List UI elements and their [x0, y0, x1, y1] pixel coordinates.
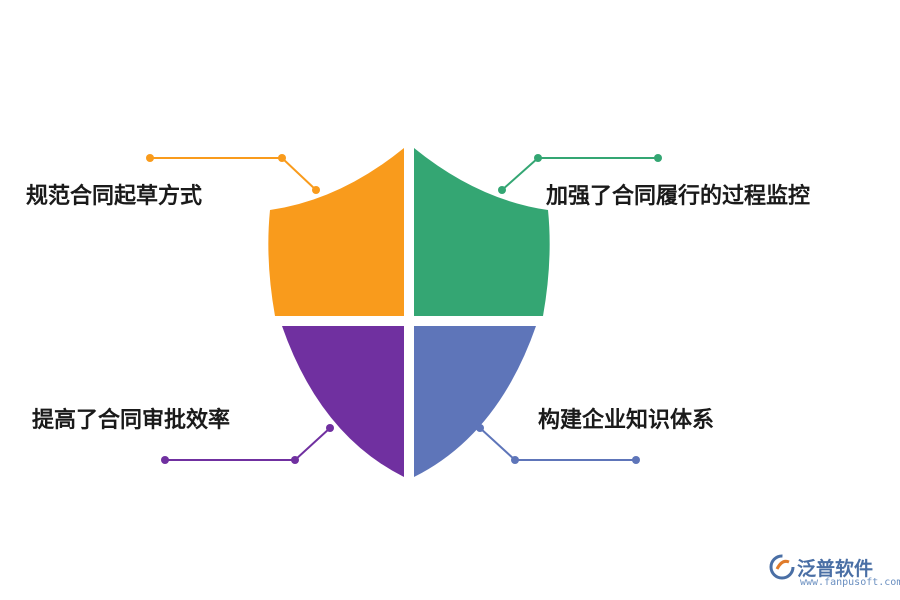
- label-bottom-right: 构建企业知识体系: [538, 408, 715, 433]
- logo-url: www.fanpusoft.com: [800, 577, 900, 588]
- logo-text: 泛普软件: [797, 558, 874, 580]
- label-top-left: 规范合同起草方式: [26, 184, 203, 209]
- connector-top-right: [498, 154, 662, 194]
- shield-quadrant-top-left: [268, 148, 404, 316]
- label-bottom-left: 提高了合同审批效率: [32, 408, 231, 433]
- shield-quadrant-bottom-right: [414, 326, 536, 477]
- fanpu-logo-icon: [769, 554, 795, 580]
- shield-quadrant-bottom-left: [282, 326, 404, 477]
- label-top-right: 加强了合同履行的过程监控: [546, 184, 811, 209]
- connector-top-left: [146, 154, 320, 194]
- shield-quadrant-top-right: [414, 148, 550, 316]
- connector-bottom-right: [476, 424, 640, 464]
- connector-bottom-left: [161, 424, 334, 464]
